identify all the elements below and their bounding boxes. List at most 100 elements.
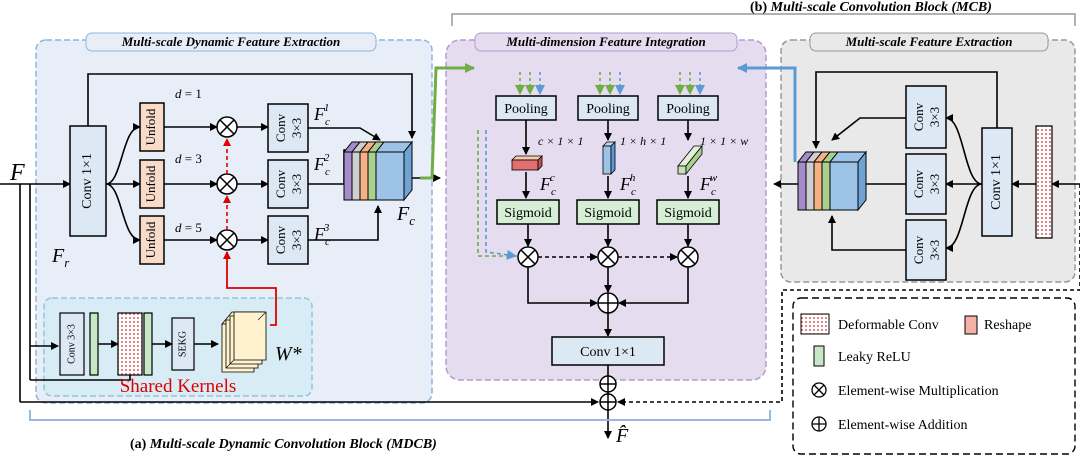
svg-text:Pooling: Pooling	[504, 102, 548, 117]
legend-add-icon	[811, 416, 827, 432]
svg-text:Unfold: Unfold	[143, 221, 158, 258]
mcb-bracket	[451, 13, 1076, 26]
Fch-label: Fch	[619, 172, 636, 198]
unfold-1: Unfold	[139, 102, 165, 152]
d3-label: d = 3	[175, 151, 202, 166]
right-branch-1	[945, 114, 983, 185]
pooling-c: Pooling	[495, 95, 557, 121]
leaky-relu-2	[143, 312, 153, 376]
msdfe-title: Multi-scale Dynamic Feature Extraction	[121, 34, 340, 49]
r-out3	[828, 215, 906, 251]
d1-label: d = 1	[175, 86, 202, 101]
mdfi-add	[597, 292, 619, 314]
dim-w-label: 1 × 1 × w	[700, 134, 748, 148]
svg-text:3×3: 3×3	[289, 230, 304, 250]
Fc3-label: Fc3	[313, 222, 330, 248]
d5-label: d = 5	[175, 220, 202, 235]
branch-1	[105, 123, 141, 185]
svg-text:Unfold: Unfold	[143, 165, 158, 202]
legend-leaky-icon	[813, 345, 825, 367]
Fc1-label: Fc1	[313, 102, 330, 128]
bypass-line	[87, 73, 416, 139]
conv1x1-mid: Conv 1×1	[551, 336, 665, 366]
legend-leaky: Leaky ReLU	[838, 350, 911, 365]
svg-text:Conv: Conv	[273, 169, 288, 198]
msfe-title-box	[809, 32, 1049, 52]
right-branch-3	[945, 183, 983, 252]
msfe-title: Multi-scale Feature Extraction	[845, 34, 1013, 49]
unfold-2: Unfold	[139, 159, 165, 209]
legend-add: Element-wise Addition	[838, 418, 967, 433]
conv3x3-left-3: Conv 3×3	[267, 215, 309, 265]
mdcb-bracket	[29, 410, 771, 421]
conv3x3-right-2: Conv 3×3	[905, 153, 947, 215]
conv1x1-left	[69, 125, 107, 237]
m3-to-add	[618, 267, 689, 307]
tensor-h	[602, 141, 616, 175]
conv3x3-small: Conv 3×3	[59, 312, 85, 376]
conv3x3-right-3: Conv 3×3	[905, 219, 947, 281]
legend-reshape: Reshape	[984, 318, 1031, 333]
conv3x3-left-1: Conv 3×3	[267, 103, 309, 153]
mdcb-title: (a) Multi-scale Dynamic Convolution Bloc…	[130, 437, 437, 452]
svg-text:3×3: 3×3	[927, 174, 942, 194]
final-add-1	[599, 375, 617, 393]
concat-stack-right	[796, 150, 868, 212]
svg-text:Pooling: Pooling	[666, 102, 710, 117]
Fcw-label: Fcw	[699, 172, 718, 198]
F-hat-label: F̂	[615, 424, 629, 447]
pooling-w: Pooling	[657, 95, 719, 121]
mcb-residual	[617, 184, 1080, 406]
deformable-conv-right	[1035, 125, 1053, 239]
svg-text:Sigmoid: Sigmoid	[584, 206, 631, 221]
unfold-3: Unfold	[139, 215, 165, 265]
svg-text:Unfold: Unfold	[143, 108, 158, 145]
deformable-conv-small	[117, 312, 143, 376]
legend-deformable: Deformable Conv	[838, 318, 939, 333]
svg-text:3×3: 3×3	[927, 240, 942, 260]
conv1x1-left-label: Conv 1×1	[80, 153, 95, 209]
leaky-relu-1	[89, 312, 99, 376]
mcb-title: (b) Multi-scale Convolution Block (MCB)	[750, 0, 992, 15]
mdfi-title-box	[474, 32, 738, 52]
final-add-2	[599, 393, 617, 411]
mdfi-mult-1	[517, 246, 539, 268]
dim-h-label: 1 × h × 1	[620, 134, 666, 148]
svg-text:3×3: 3×3	[289, 118, 304, 138]
concat-stack-left	[342, 140, 414, 202]
svg-text:Conv: Conv	[911, 169, 926, 198]
W-label: W*	[275, 343, 302, 365]
svg-text:Conv: Conv	[911, 235, 926, 264]
svg-text:Conv 3×3: Conv 3×3	[66, 324, 77, 364]
Fc2-label: Fc2	[313, 152, 330, 178]
legend-box	[792, 297, 1076, 455]
kernel-stack-icon	[221, 311, 267, 373]
green-dashed-in	[477, 130, 517, 257]
blue-input-arrow	[737, 63, 797, 162]
m1-to-add	[527, 267, 598, 307]
pooling-inputs	[515, 72, 705, 95]
Fcc-label: Fcc	[539, 172, 556, 198]
branch-3	[105, 183, 141, 244]
out3-arrow	[308, 205, 382, 241]
legend-mult: Element-wise Multiplication	[838, 384, 999, 399]
Fc-label: Fc	[396, 203, 415, 228]
svg-text:3×3: 3×3	[927, 107, 942, 127]
kernel-arrow-3	[223, 251, 277, 326]
legend-mult-icon	[811, 382, 827, 398]
shared-kernels-label: Shared Kernels	[120, 376, 237, 397]
legend-deformable-icon	[800, 313, 830, 335]
legend-reshape-icon	[964, 315, 978, 335]
sigmoid-h: Sigmoid	[576, 199, 640, 225]
right-bypass	[812, 71, 998, 149]
svg-text:3×3: 3×3	[289, 174, 304, 194]
sigmoid-w: Sigmoid	[656, 199, 720, 225]
svg-text:Conv: Conv	[273, 225, 288, 254]
out1-arrow	[308, 127, 381, 141]
r-out1	[831, 117, 906, 141]
conv1x1-right: Conv 1×1	[981, 127, 1013, 237]
mdfi-mult-2	[597, 246, 619, 268]
blue-dashed-in	[485, 130, 517, 260]
Fr-label: Fr	[51, 245, 70, 270]
svg-text:Pooling: Pooling	[586, 102, 630, 117]
